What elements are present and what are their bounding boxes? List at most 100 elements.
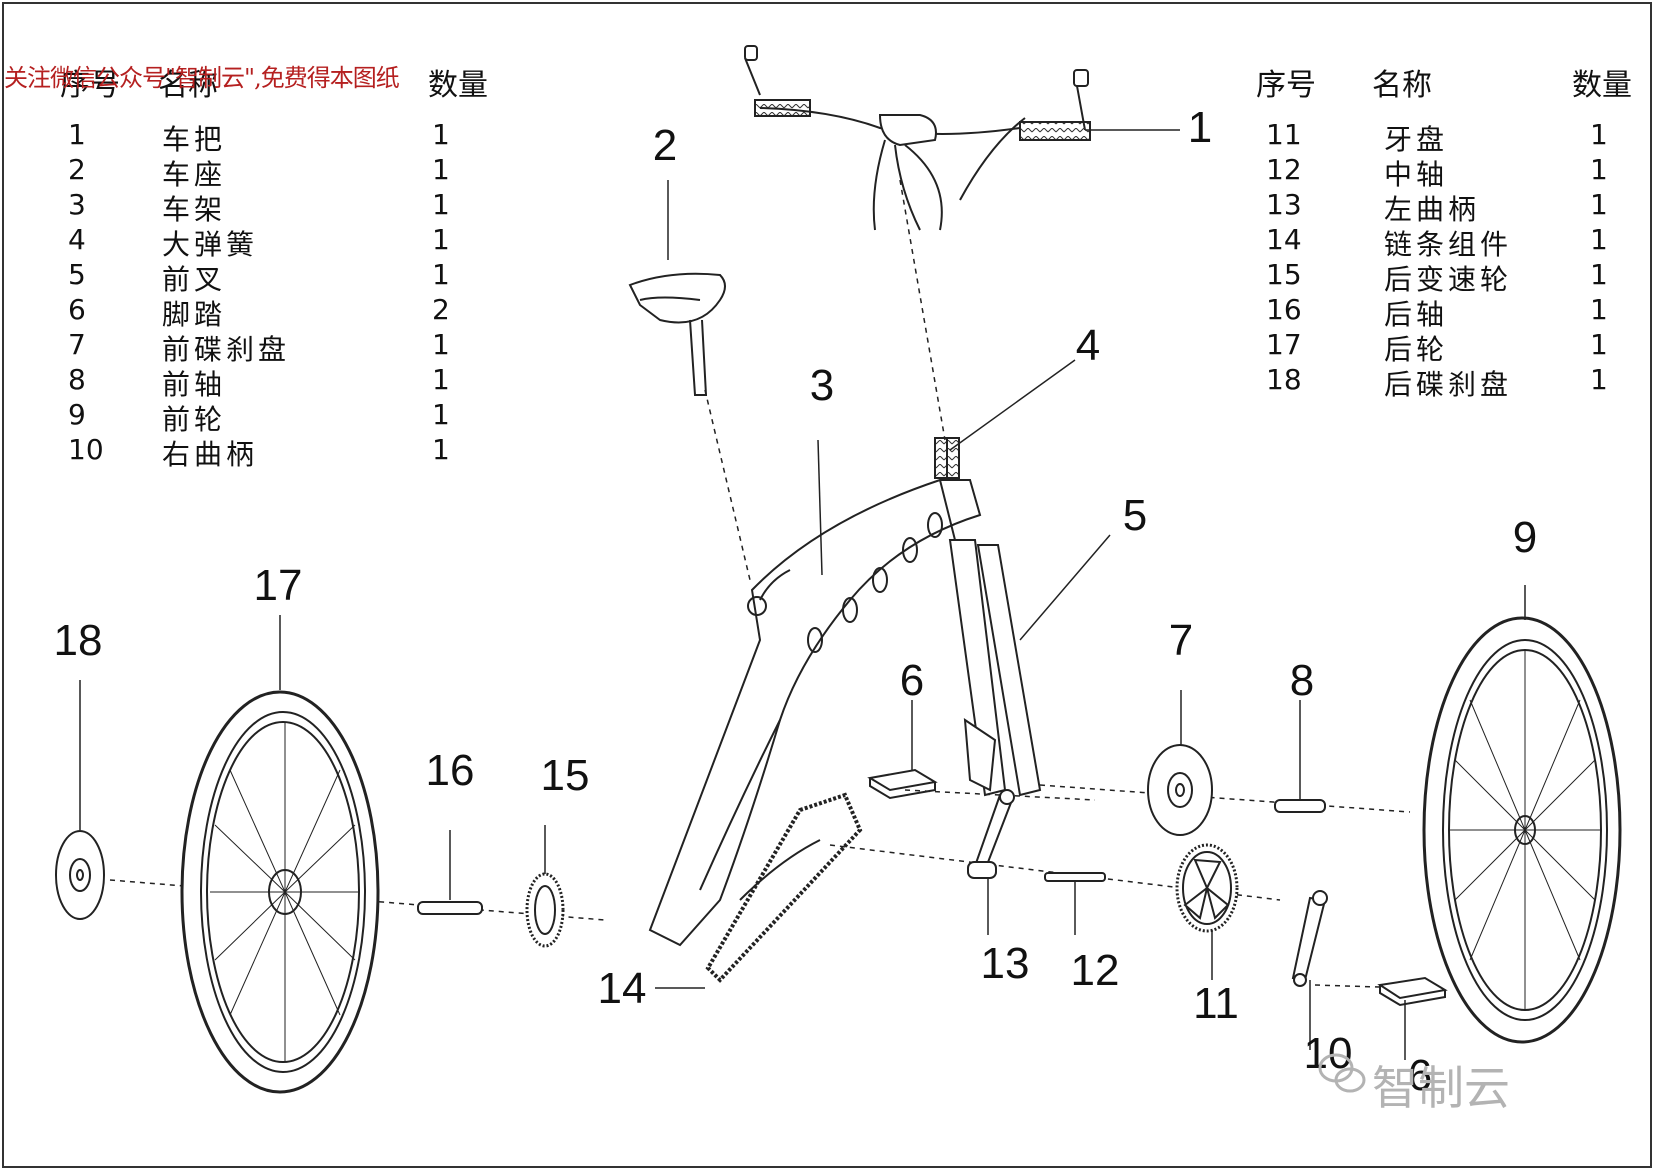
leader-lines <box>79 129 1526 1060</box>
callout-number: 13 <box>981 939 1030 988</box>
logo-text: 智制云 <box>1372 1061 1510 1115</box>
spring <box>934 437 960 479</box>
table-cell-no: 8 <box>68 363 86 396</box>
table-cell-name: 车把 <box>162 123 227 156</box>
callout-number: 2 <box>653 121 677 170</box>
table-cell-name: 前叉 <box>162 263 227 296</box>
left-crank <box>967 789 1015 879</box>
table-cell-name: 后变速轮 <box>1384 263 1513 296</box>
header-qty: 数量 <box>1572 68 1632 103</box>
table-cell-qty: 1 <box>432 258 450 291</box>
table-cell-qty: 1 <box>1590 293 1608 326</box>
header-qty: 数量 <box>428 68 488 103</box>
table-cell-no: 12 <box>1266 153 1302 186</box>
rear-cassette <box>525 872 565 948</box>
callout-number: 8 <box>1290 656 1314 705</box>
table-cell-name: 车架 <box>162 193 227 226</box>
table-cell-qty: 1 <box>1590 188 1608 221</box>
table-cell-name: 前碟刹盘 <box>162 333 291 366</box>
front-wheel <box>1422 616 1622 1044</box>
table-cell-name: 牙盘 <box>1384 123 1449 156</box>
table-cell-no: 1 <box>68 118 86 151</box>
table-cell-qty: 1 <box>432 363 450 396</box>
rear-axle <box>417 901 483 915</box>
table-cell-name: 脚踏 <box>162 298 227 331</box>
callout-number: 12 <box>1071 946 1120 995</box>
table-cell-name: 左曲柄 <box>1384 193 1481 226</box>
header-name: 名称 <box>158 68 218 103</box>
frame <box>648 479 982 947</box>
table-cell-qty: 1 <box>1590 363 1608 396</box>
table-cell-no: 14 <box>1266 223 1302 256</box>
callout-number: 15 <box>541 751 590 800</box>
saddle <box>628 272 726 396</box>
table-cell-qty: 2 <box>432 293 450 326</box>
table-cell-no: 6 <box>68 293 86 326</box>
table-cell-name: 前轮 <box>162 403 227 436</box>
table-cell-name: 中轴 <box>1384 158 1449 191</box>
callout-number: 7 <box>1169 616 1193 665</box>
table-cell-name: 链条组件 <box>1384 228 1513 261</box>
table-cell-no: 16 <box>1266 293 1302 326</box>
table-cell-name: 车座 <box>162 158 227 191</box>
callout-number: 1 <box>1188 103 1212 152</box>
right-crank <box>1291 890 1328 987</box>
table-cell-qty: 1 <box>432 153 450 186</box>
table-cell-name: 后轴 <box>1384 298 1449 331</box>
table-cell-qty: 1 <box>1590 118 1608 151</box>
table-cell-no: 7 <box>68 328 86 361</box>
table-cell-qty: 1 <box>432 433 450 466</box>
callout-number: 16 <box>426 746 475 795</box>
table-cell-no: 15 <box>1266 258 1302 291</box>
table-cell-name: 大弹簧 <box>162 228 259 261</box>
table-cell-name: 后碟刹盘 <box>1384 368 1513 401</box>
table-cell-name: 后轮 <box>1384 333 1449 366</box>
table-cell-qty: 1 <box>1590 258 1608 291</box>
table-cell-qty: 1 <box>432 118 450 151</box>
wechat-icon <box>1318 1052 1368 1100</box>
table-cell-no: 11 <box>1266 118 1302 151</box>
pedal-left <box>867 768 938 800</box>
header-no: 序号 <box>60 68 120 103</box>
pedal-right <box>1377 976 1448 1007</box>
table-cell-no: 4 <box>68 223 86 256</box>
front-brake-disc <box>1147 744 1213 836</box>
chainring <box>1175 843 1239 933</box>
header-name: 名称 <box>1372 68 1432 103</box>
table-cell-qty: 1 <box>432 328 450 361</box>
header-no: 序号 <box>1256 68 1316 103</box>
table-cell-name: 右曲柄 <box>162 438 259 471</box>
table-cell-no: 17 <box>1266 328 1302 361</box>
table-cell-qty: 1 <box>1590 153 1608 186</box>
callout-number: 4 <box>1076 321 1100 370</box>
callout-number: 14 <box>598 964 647 1013</box>
callout-number: 5 <box>1123 491 1147 540</box>
callout-number: 3 <box>810 361 834 410</box>
front-axle <box>1274 799 1326 813</box>
watermark-text: 关注微信公众号"智制云",免费得本图纸 <box>4 64 400 92</box>
callout-number: 6 <box>900 656 924 705</box>
bottom-bracket <box>1044 872 1106 882</box>
table-cell-qty: 1 <box>1590 328 1608 361</box>
callout-number: 18 <box>54 616 103 665</box>
callout-number: 9 <box>1513 513 1537 562</box>
callout-number: 11 <box>1193 979 1239 1028</box>
table-cell-no: 3 <box>68 188 86 221</box>
table-cell-qty: 1 <box>432 188 450 221</box>
table-cell-qty: 1 <box>432 398 450 431</box>
handlebar <box>744 45 1091 231</box>
table-cell-no: 5 <box>68 258 86 291</box>
rear-wheel <box>180 690 380 1094</box>
table-cell-no: 13 <box>1266 188 1302 221</box>
callout-number: 17 <box>254 561 303 610</box>
table-cell-no: 9 <box>68 398 86 431</box>
table-cell-qty: 1 <box>432 223 450 256</box>
table-cell-qty: 1 <box>1590 223 1608 256</box>
rear-brake-disc <box>55 830 105 920</box>
table-cell-name: 前轴 <box>162 368 227 401</box>
front-fork <box>948 539 1042 797</box>
table-cell-no: 10 <box>68 433 104 466</box>
